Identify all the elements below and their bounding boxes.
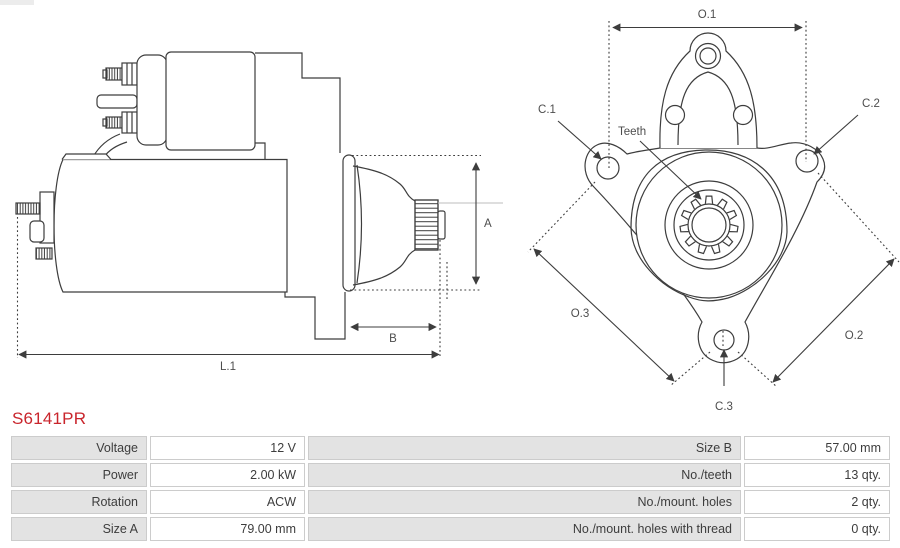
shaft-hole [691,207,727,243]
spec-label: Size B [308,436,741,460]
dim-a-label: A [484,218,492,230]
spec-label: Voltage [11,436,147,460]
drive-end-housing [352,165,416,286]
dim-o2-label: O.2 [845,330,864,342]
solenoid-cap [136,54,168,146]
body-terminal-studs [15,191,55,260]
dim-o3-label: O.3 [571,308,590,320]
dim-c1-label: C.1 [538,104,556,116]
spec-label: Rotation [11,490,147,514]
spec-value: 57.00 mm [744,436,890,460]
mount-hole-c2 [795,149,819,173]
flange-front-outline [584,32,826,364]
starter-side-outline [15,51,446,340]
spec-label: Power [11,463,147,487]
spec-value: ACW [150,490,305,514]
specs-table: Voltage 12 V Size B 57.00 mm Power 2.00 … [8,433,893,544]
dim-l1-label: L.1 [220,361,236,373]
table-row: Rotation ACW No./mount. holes 2 qty. [11,490,890,514]
yoke-bracket [255,52,341,153]
mounting-foot [284,292,346,340]
table-row: Voltage 12 V Size B 57.00 mm [11,436,890,460]
spec-value: 13 qty. [744,463,890,487]
spec-label: No./mount. holes with thread [308,517,741,541]
dim-o1-label: O.1 [698,9,717,21]
teeth-label: Teeth [618,126,646,138]
pinion-gear-side [414,199,446,251]
mount-hole-c3 [713,329,735,351]
spec-label: Size A [11,517,147,541]
spec-label: No./mount. holes [308,490,741,514]
front-dimensions [527,21,900,388]
side-view-diagram: A B L.1 [15,51,503,373]
dim-c2-label: C.2 [862,98,880,110]
solenoid-body [165,51,256,151]
table-row: Power 2.00 kW No./teeth 13 qty. [11,463,890,487]
pinion-teeth [679,195,739,255]
motor-body [53,158,288,293]
spec-value: 79.00 mm [150,517,305,541]
mounting-flange [342,154,356,292]
solenoid-terminal-bolts [96,62,138,134]
spec-value: 2 qty. [744,490,890,514]
side-dimensions [16,154,481,359]
table-row: Size A 79.00 mm No./mount. holes with th… [11,517,890,541]
spec-value: 0 qty. [744,517,890,541]
spec-value: 2.00 kW [150,463,305,487]
solenoid-bell-front [659,32,758,149]
mount-hole-c1 [596,156,620,180]
part-number-heading: S6141PR [12,409,87,428]
dim-c3-label: C.3 [715,401,733,413]
spec-value: 12 V [150,436,305,460]
dim-b-label: B [389,333,397,345]
spec-label: No./teeth [308,463,741,487]
casting-contour [630,149,788,302]
front-view-diagram: O.1 C.1 C.2 Teeth O.3 O.2 C.3 [527,9,900,413]
cropped-corner-artifact [0,0,34,5]
